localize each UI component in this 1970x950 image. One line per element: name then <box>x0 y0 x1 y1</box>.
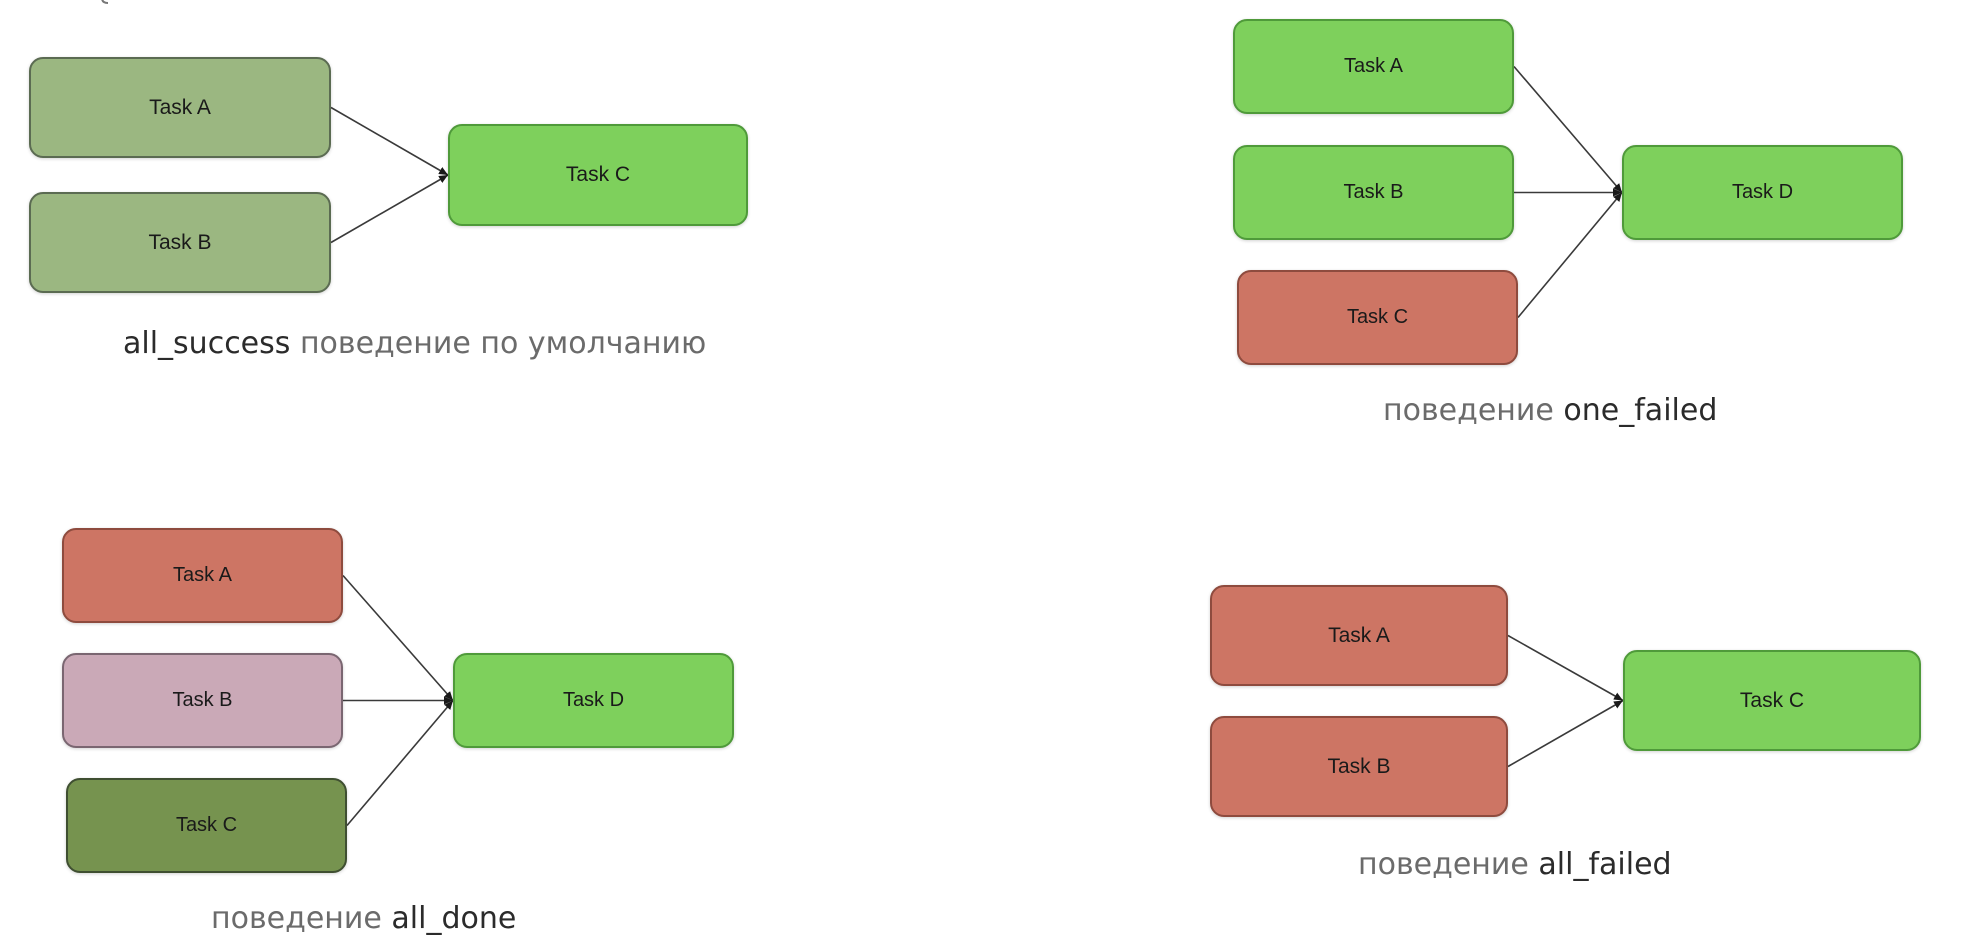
task-label: Task B <box>148 230 212 254</box>
dependency-arrow <box>1517 191 1623 319</box>
task-node-downstream[interactable]: Task D <box>1622 145 1903 240</box>
task-label: Task D <box>562 689 625 711</box>
task-label: Task C <box>565 163 631 186</box>
caption-keyword: all_success <box>123 326 291 361</box>
task-label: Task A <box>173 564 232 586</box>
caption-all-failed: поведение all_failed <box>1358 847 1672 882</box>
task-node[interactable]: Task B <box>29 192 331 293</box>
dependency-arrow <box>1513 65 1623 194</box>
task-node[interactable]: Task A <box>1210 585 1508 686</box>
task-label: Task B <box>1327 754 1391 778</box>
task-label: Task A <box>149 95 211 119</box>
caption-keyword: one_failed <box>1563 393 1718 428</box>
caption-all-success: all_success поведение по умолчанию <box>123 326 707 361</box>
dependency-arrow <box>330 106 449 176</box>
task-node[interactable]: Task C <box>66 778 347 873</box>
task-label: Task A <box>1328 623 1390 647</box>
task-label: Task B <box>172 689 233 711</box>
task-node[interactable]: Task B <box>1233 145 1514 240</box>
task-label: Task D <box>1731 181 1794 203</box>
caption-keyword: all_done <box>391 901 517 936</box>
caption-all-done: поведение all_done <box>211 901 517 936</box>
dependency-arrow <box>330 174 449 244</box>
task-label: Task B <box>1343 181 1404 203</box>
task-node[interactable]: Task B <box>62 653 343 748</box>
cropped-glyph-fragment <box>101 0 109 4</box>
dependency-arrow <box>342 574 454 702</box>
task-node[interactable]: Task B <box>1210 716 1508 817</box>
task-node[interactable]: Task A <box>62 528 343 623</box>
task-node[interactable]: Task C <box>1237 270 1518 365</box>
caption-keyword: all_failed <box>1538 847 1672 882</box>
dependency-arrow <box>346 699 454 827</box>
caption-one-failed: поведение one_failed <box>1383 393 1718 428</box>
task-node-downstream[interactable]: Task D <box>453 653 734 748</box>
task-label: Task C <box>175 814 238 836</box>
task-node[interactable]: Task A <box>1233 19 1514 114</box>
task-node-downstream[interactable]: Task C <box>448 124 748 226</box>
task-label: Task C <box>1739 688 1805 712</box>
dependency-arrow <box>1507 699 1624 768</box>
task-label: Task C <box>1346 306 1409 328</box>
task-label: Task A <box>1344 55 1403 77</box>
task-node-downstream[interactable]: Task C <box>1623 650 1921 751</box>
task-node[interactable]: Task A <box>29 57 331 158</box>
dependency-arrow <box>1507 634 1624 702</box>
